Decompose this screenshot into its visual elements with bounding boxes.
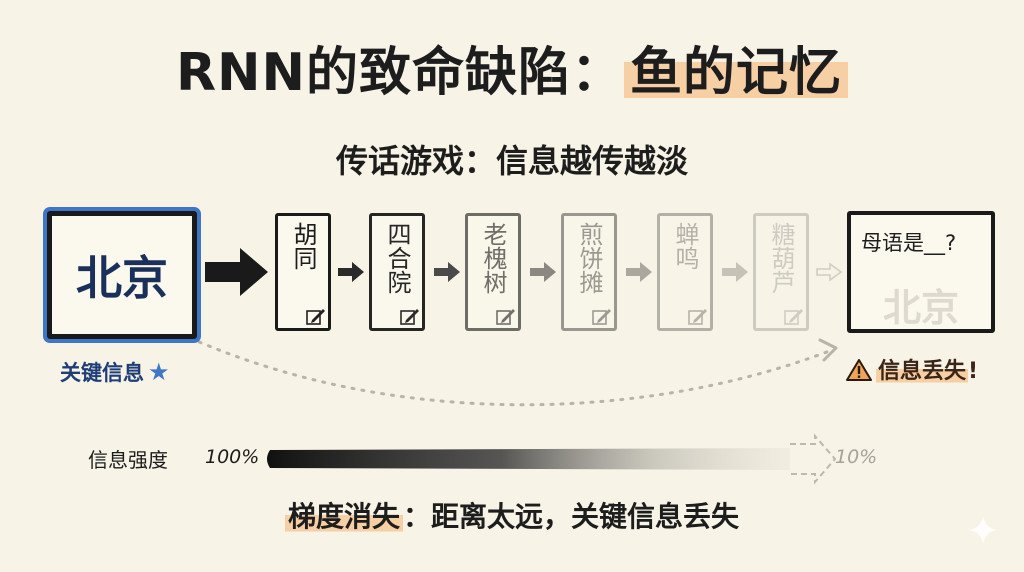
chain-arrow (722, 262, 748, 282)
title-prefix: RNN的致命缺陷： (175, 43, 625, 103)
note-icon (496, 309, 515, 325)
chain-card-text: 老槐树 (479, 222, 507, 294)
note-icon (688, 309, 707, 325)
chain-card-text: 四合院 (383, 222, 411, 294)
chain-card-text: 煎饼摊 (575, 222, 603, 294)
info-lost-label: 信息丢失! (846, 353, 978, 385)
note-icon (784, 309, 803, 325)
key-info-label: 关键信息★ (60, 357, 170, 387)
note-icon (400, 309, 419, 325)
chain-card-text: 胡同 (289, 222, 317, 270)
key-info-label-text: 关键信息 (60, 361, 144, 385)
chain-card-text: 糖葫芦 (767, 222, 795, 294)
target-box: 母语是__? 北京 (847, 211, 995, 333)
page-title: RNN的致命缺陷：鱼的记忆 (0, 30, 1024, 105)
chain-arrow (816, 262, 842, 282)
warning-icon (846, 359, 872, 381)
chain-arrow (338, 262, 364, 282)
info-lost-suffix: ! (968, 359, 979, 384)
conclusion-text: 梯度消失：距离太远，关键信息丢失 (0, 495, 1024, 535)
target-question: 母语是__? (861, 231, 957, 255)
chain-card: 胡同 (275, 213, 331, 331)
target-faded-answer: 北京 (882, 286, 959, 330)
main-arrow (205, 248, 268, 296)
note-icon (592, 309, 611, 325)
conclusion-highlight: 梯度消失 (284, 500, 403, 533)
strength-bar (267, 448, 790, 470)
info-lost-text: 信息丢失 (876, 359, 969, 384)
dotted-curve-arrowhead (818, 338, 838, 362)
chain-card-text: 蝉鸣 (671, 222, 699, 270)
note-icon (306, 309, 325, 325)
strength-bar-dashed-head (790, 433, 837, 485)
star-icon: ★ (148, 358, 170, 386)
chain-arrow (530, 262, 556, 282)
chain-arrow (626, 262, 652, 282)
dotted-memory-curve (188, 336, 834, 407)
key-info-box: 北京 (47, 211, 197, 339)
strength-start-percent: 100% (205, 446, 260, 468)
chain-card: 煎饼摊 (561, 213, 617, 331)
page-subtitle: 传话游戏：信息越传越淡 (335, 142, 688, 180)
conclusion-rest: ：距离太远，关键信息丢失 (403, 500, 740, 533)
chain-card: 老槐树 (465, 213, 521, 331)
chain-card: 糖葫芦 (753, 213, 809, 331)
chain-card: 蝉鸣 (657, 213, 713, 331)
strength-end-percent: 10% (835, 446, 878, 468)
chain-arrow (434, 262, 460, 282)
key-info-word: 北京 (76, 251, 168, 305)
strength-label: 信息强度 (88, 448, 168, 472)
chain-card: 四合院 (369, 213, 425, 331)
title-highlight: 鱼的记忆 (624, 43, 849, 103)
sparkle-icon (969, 516, 997, 544)
